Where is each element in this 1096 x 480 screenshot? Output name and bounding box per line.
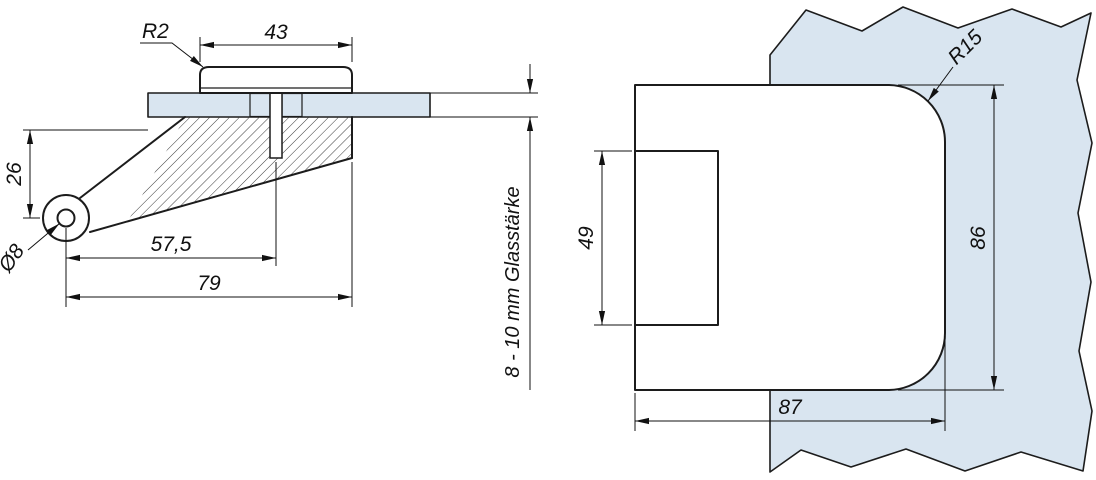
clamp-arm-top-edge (79, 116, 186, 199)
dim-cap-radius: R2 (140, 20, 204, 68)
dim-label-26: 26 (3, 162, 26, 187)
dim-label-dia8: Ø8 (0, 240, 29, 277)
fitting-inner-step (634, 150, 719, 326)
dim-label-43: 43 (264, 21, 288, 44)
front-view: R15 49 86 87 (575, 6, 1093, 473)
dim-label-57-5: 57,5 (151, 233, 192, 256)
dim-label-87: 87 (778, 396, 803, 419)
leader-line (927, 66, 954, 102)
dim-label-glass-thickness: 8 - 10 mm Glasstärke (502, 186, 524, 377)
dim-label-r2: R2 (142, 20, 169, 43)
fitting-outline (634, 84, 946, 391)
pivot-hole (56, 208, 76, 228)
dim-inner-height: 49 (575, 150, 632, 326)
side-view: 43 R2 26 Ø8 57,5 79 (0, 20, 538, 390)
dim-arm-height: 26 (3, 129, 148, 219)
leader-line (140, 42, 204, 68)
dim-cap-width: 43 (199, 21, 353, 62)
dim-hole-diameter: Ø8 (0, 223, 60, 277)
clamp-cap (199, 66, 353, 94)
dim-label-79: 79 (197, 272, 221, 295)
clamp-body-bottom-edge (89, 157, 353, 233)
leader-line (27, 223, 60, 251)
glass-panel-section (147, 92, 431, 118)
dim-total-length: 79 (66, 162, 353, 307)
dim-outer-height: 86 (898, 84, 1004, 391)
dim-label-49: 49 (575, 226, 598, 250)
clamp-body-hatched (128, 117, 352, 221)
dim-label-86: 86 (967, 226, 990, 250)
dim-glass-thickness: 8 - 10 mm Glasstärke (430, 64, 538, 390)
dim-width: 87 (634, 336, 946, 431)
dim-screw-offset: 57,5 (65, 162, 277, 307)
